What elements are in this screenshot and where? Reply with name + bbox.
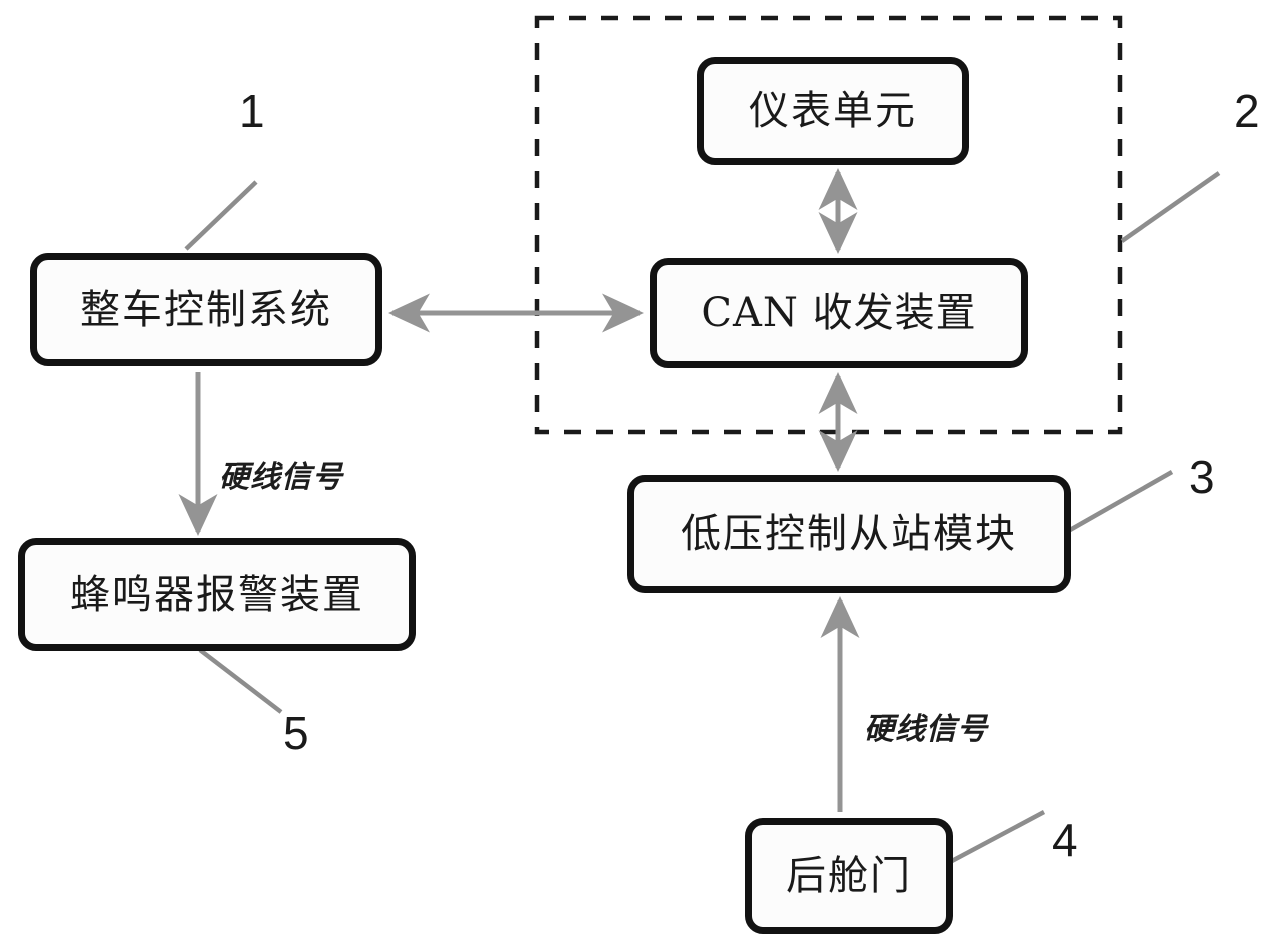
reference-number-3: 3: [1189, 451, 1215, 503]
leader-line-3: [1068, 470, 1174, 532]
node-low-voltage-slave-module[interactable]: 低压控制从站模块: [627, 475, 1071, 593]
node-label-buzzer-alarm-device: 蜂鸣器报警装置: [70, 571, 364, 618]
node-instrument-unit[interactable]: 仪表单元: [697, 57, 969, 165]
node-can-transceiver[interactable]: CAN 收发装置: [650, 258, 1028, 368]
node-vehicle-control-system[interactable]: 整车控制系统: [30, 253, 382, 366]
edge-label-hardwire-signal-right: 硬线信号: [864, 712, 988, 747]
edge-label-hardwire-signal-left: 硬线信号: [219, 460, 343, 495]
reference-number-2: 2: [1234, 85, 1260, 137]
reference-number-1: 1: [239, 85, 265, 137]
reference-number-4: 4: [1052, 814, 1078, 866]
node-label-rear-hatch-door: 后舱门: [786, 853, 912, 899]
node-label-instrument-unit: 仪表单元: [749, 88, 917, 134]
reference-number-5: 5: [283, 707, 309, 759]
node-label-vehicle-control-system: 整车控制系统: [80, 286, 332, 333]
leader-line-5: [198, 648, 283, 714]
leader-line-1: [184, 180, 258, 251]
node-label-can-transceiver: CAN 收发装置: [701, 290, 977, 336]
node-buzzer-alarm-device[interactable]: 蜂鸣器报警装置: [18, 538, 416, 651]
node-label-low-voltage-slave-module: 低压控制从站模块: [681, 511, 1017, 557]
node-rear-hatch-door[interactable]: 后舱门: [745, 818, 953, 934]
leader-line-2: [1120, 171, 1221, 243]
leader-line-4: [948, 810, 1046, 864]
